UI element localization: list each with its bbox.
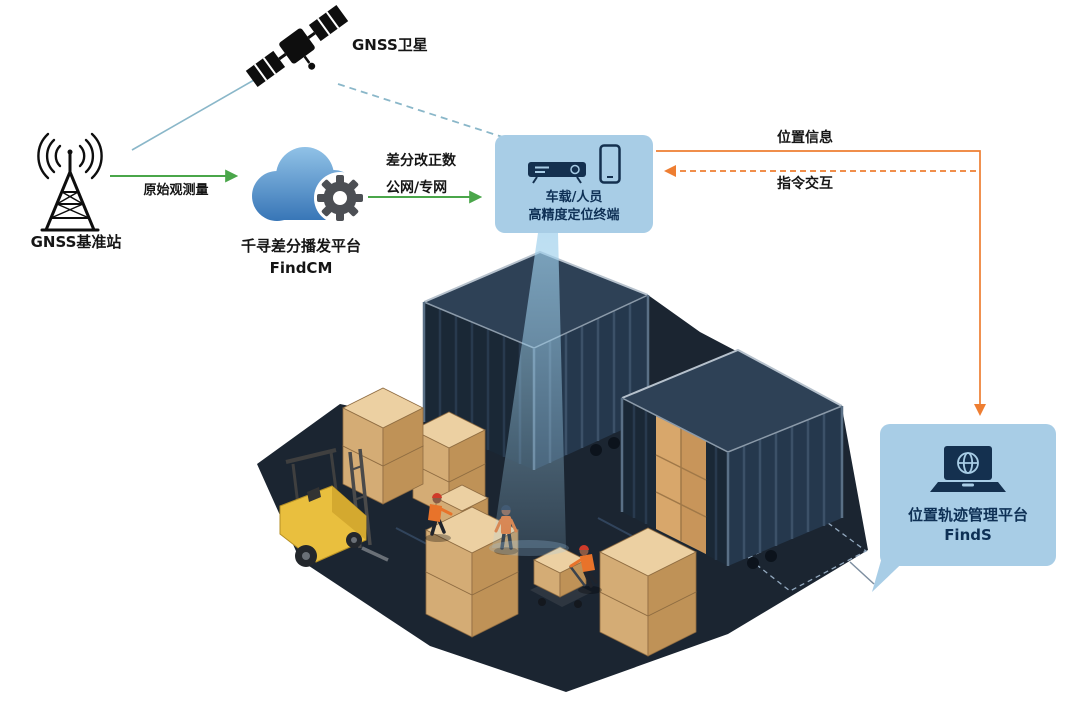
satellite-icon: [245, 4, 349, 88]
correction-line2: 公网/专网: [386, 180, 448, 197]
satellite-label: GNSS卫星: [352, 36, 428, 54]
raw-observation-label: 原始观测量: [143, 183, 209, 198]
receiver-icon: [528, 161, 586, 184]
management-platform-name: 位置轨迹管理平台: [907, 505, 1028, 524]
smartphone-icon: [599, 144, 621, 184]
gear-icon: [317, 175, 363, 221]
finds-to-yard-line: [849, 561, 875, 585]
terminal-label-line1: 车载/人员: [545, 189, 603, 205]
position-info-label: 位置信息: [777, 130, 833, 146]
terminal-label-line2: 高精度定位终端: [528, 207, 620, 223]
laptop-globe-icon: [930, 445, 1006, 492]
management-platform-product: FindS: [944, 526, 992, 544]
cloud-platform-name: 千寻差分播发平台: [240, 237, 361, 255]
positioning-beam: [489, 233, 569, 556]
terminal-icons: [527, 144, 621, 184]
arrow-position-info: [656, 150, 986, 416]
container-2: [620, 348, 844, 569]
cloud-platform-product: FindCM: [269, 258, 333, 277]
box-stacks: [342, 387, 697, 657]
worker-figure: [569, 545, 602, 594]
management-platform-panel: 位置轨迹管理平台 FindS: [880, 424, 1056, 566]
base-station-icon: [37, 132, 103, 232]
command-exchange-label: 指令交互: [777, 176, 833, 192]
correction-line1: 差分改正数: [386, 153, 456, 169]
link-satellite-to-base: [131, 71, 269, 151]
forklift-icon: [279, 448, 389, 567]
worker-figure: [425, 493, 453, 542]
terminal-panel: 车载/人员 高精度定位终端: [495, 135, 653, 233]
link-satellite-to-terminal: [337, 83, 516, 142]
correction-link-label: 差分改正数 公网/专网: [386, 148, 456, 203]
base-station-label: GNSS基准站: [30, 233, 122, 251]
cloud-platform-label: 千寻差分播发平台 FindCM: [218, 236, 384, 280]
container-open-door: [655, 416, 707, 554]
